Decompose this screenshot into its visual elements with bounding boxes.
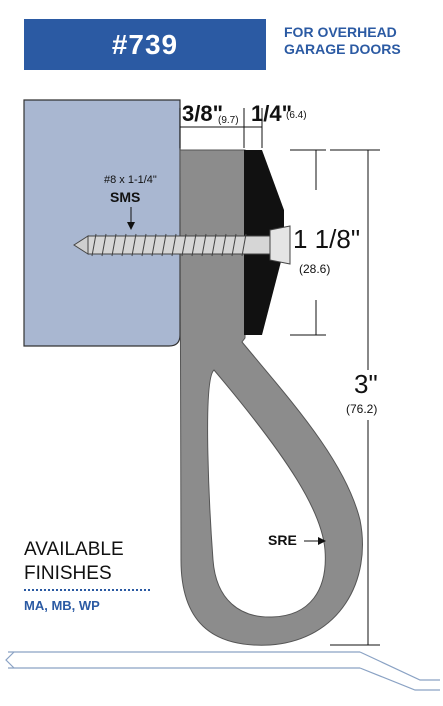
gap-metric: (9.7) bbox=[218, 115, 239, 126]
door-block bbox=[23, 99, 181, 347]
product-number: #739 bbox=[111, 28, 179, 60]
top-dimension-lines bbox=[179, 108, 263, 148]
finishes-divider bbox=[24, 589, 150, 591]
finishes-title: AVAILABLE FINISHES bbox=[24, 538, 124, 586]
subtitle-line-1: FOR OVERHEAD bbox=[284, 24, 397, 40]
screw-size: #8 x 1-1/4" bbox=[104, 174, 157, 186]
application-subtitle: FOR OVERHEAD GARAGE DOORS bbox=[284, 24, 429, 58]
finish-codes: MA, MB, WP bbox=[24, 598, 100, 613]
bracket-height-metric: (28.6) bbox=[299, 262, 331, 276]
bracket-height-dimension bbox=[290, 149, 326, 336]
total-height-metric: (76.2) bbox=[346, 402, 378, 416]
screw-type: SMS bbox=[110, 189, 141, 205]
seal-profile bbox=[179, 149, 363, 646]
bracket-height-fraction: 1 1/8" bbox=[293, 224, 361, 254]
total-height-dimension bbox=[330, 149, 380, 646]
total-height-fraction: 3" bbox=[354, 369, 378, 399]
gap-fraction: 3/8" bbox=[182, 101, 224, 126]
screw-illustration bbox=[73, 225, 291, 265]
floor-line bbox=[5, 651, 440, 691]
finishes-title-line-2: FINISHES bbox=[24, 563, 112, 584]
finishes-title-line-1: AVAILABLE bbox=[24, 539, 124, 560]
seal-label-arrow-head bbox=[318, 537, 326, 545]
seal-label: SRE bbox=[268, 532, 297, 548]
thickness-metric: (6.4) bbox=[286, 110, 307, 121]
product-number-banner: #739 bbox=[24, 19, 266, 70]
screw-arrow-head bbox=[127, 222, 135, 230]
subtitle-line-2: GARAGE DOORS bbox=[284, 41, 401, 57]
thickness-fraction: 1/4" bbox=[251, 101, 293, 126]
